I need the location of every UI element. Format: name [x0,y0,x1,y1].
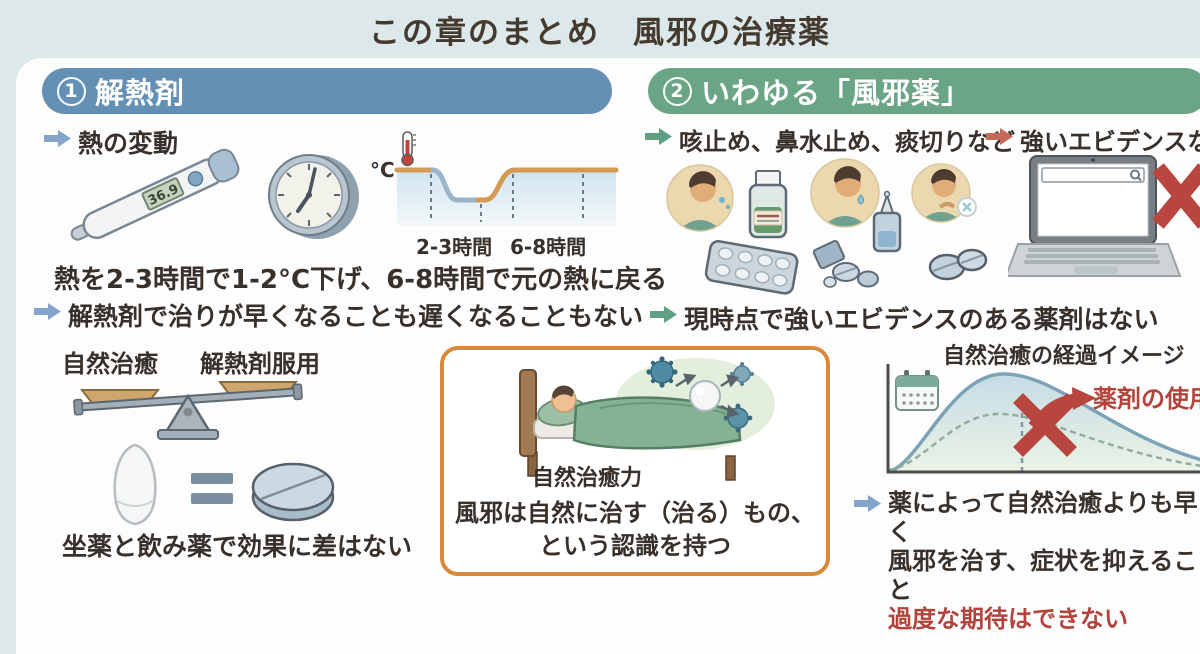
fever-chart-ylabel: °C [370,158,395,182]
caption-dosage: 坐薬と飲み薬で効果に差はない [62,532,413,561]
runny-nose-person-icon [810,158,880,228]
section-number-1: 1 [57,76,86,106]
pill-icon [251,462,335,522]
bullet-fever-fluctuation: 熱の変動 [44,124,178,160]
section-number-2: 2 [663,76,692,106]
section-heading-cold-medicine: いわゆる「風邪薬」 [701,76,972,110]
bullet-conclusion: 薬によって自然治癒よりも早く 風邪を治す、症状を抑えること 過度な期待はできない [854,489,1200,634]
search-icon [1041,167,1145,183]
fever-chart-tick-1: 2-3時間 [416,235,493,259]
conclusion-line1: 薬によって自然治癒よりも早く [888,489,1198,546]
conclusion-line2: 風邪を治す、症状を抑えること [888,547,1198,604]
arrow-right-icon [44,130,71,147]
bullet-no-evidence: 強いエビデンスな [986,122,1200,157]
red-x-icon [1152,163,1200,229]
symptoms-medicines-illustration [666,158,988,295]
natural-healing-box: 自然治癒力 風邪は自然に治す（治る）もの、 という認識を持つ [440,346,830,576]
thermometer-icon [401,131,416,167]
scale-right-label: 解熱剤服用 [200,350,320,378]
arrow-right-icon [645,128,672,145]
coughing-person-icon [666,164,734,232]
red-x-icon [1013,393,1077,457]
section-heading-antipyretic: 解熱剤 [95,76,186,110]
arrow-right-icon [650,306,677,323]
suppository-icon [113,443,157,526]
laptop-illustration [1008,155,1200,277]
section-header-antipyretic: 1 解熱剤 [42,68,612,114]
medicine-bottle-icon [748,170,788,239]
healing-message-line1: 風邪は自然に治す（治る）もの、 [455,499,815,527]
scale-left-label: 自然治癒 [62,350,158,378]
nasal-spray-icon [872,190,902,253]
calendar-icon [895,370,939,411]
bullet-no-strong-evidence-drug: 現時点で強いエビデンスのある薬剤はない [650,300,1159,336]
healing-progress-chart [886,364,1200,474]
conclusion-line3: 過度な期待はできない [888,605,1128,633]
suppository-equals-pill-illustration [113,443,335,526]
caption-fever: 熱を2-3時間で1-2°C下げ、6-8時間で元の熱に戻る [54,265,668,295]
equals-icon [191,473,233,504]
page-title: この章のまとめ 風邪の治療薬 [369,15,831,51]
arrow-right-icon [854,495,881,512]
virus-icon [646,356,754,433]
illustration-label: 自然治癒力 [532,466,643,491]
thermometer-illustration: 36.9 [70,148,240,241]
section-header-cold-medicine: 2 いわゆる「風邪薬」 [648,68,1200,114]
sleeping-person-illustration [519,356,775,481]
bullet-recovery: 解熱剤で治りが早くなることも遅くなることもない [34,297,643,333]
arrow-right-icon [986,128,1013,145]
sore-throat-person-icon [911,163,977,223]
bullet-medicine-types: 咳止め、鼻水止め、痰切りなど [645,122,1015,157]
spilled-pills-icon [812,240,879,288]
healing-chart-title: 自然治癒の経過イメージ [943,344,1185,369]
healing-message-line2: という認識を持つ [539,532,731,560]
blister-pack-icon [704,239,799,295]
clock-icon [268,154,359,239]
balance-scale-illustration [73,381,303,440]
fever-chart-tick-2: 6-8時間 [510,235,587,259]
pills-icon [928,248,988,281]
healing-chart-annotation: 薬剤の使用 [1093,385,1200,413]
fever-line-chart [394,167,619,226]
arrow-right-icon [34,303,61,320]
